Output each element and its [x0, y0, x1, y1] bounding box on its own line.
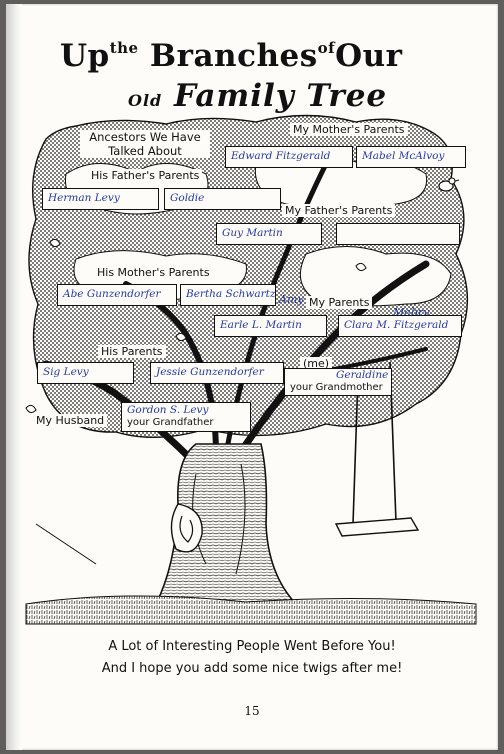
title-of: of: [317, 39, 336, 57]
knot-hole: [170, 503, 203, 553]
box-me[interactable]: Geraldine your Grandmother: [284, 368, 392, 396]
label-my-husband: My Husband: [33, 414, 108, 427]
ground: [25, 595, 477, 625]
title-the: the: [109, 39, 139, 57]
title-family-tree: Family Tree: [174, 78, 388, 114]
box-fathers-mother[interactable]: [336, 223, 460, 245]
label-my-parents: My Parents: [306, 296, 373, 309]
box-his-fathers-father[interactable]: Herman Levy: [42, 188, 159, 210]
box-his-mothers-father[interactable]: Abe Gunzendorfer: [57, 284, 177, 306]
box-fathers-father[interactable]: Guy Martin: [216, 223, 322, 245]
title-old: Old: [128, 91, 163, 110]
title-branches: Branches: [149, 38, 318, 74]
box-mothers-father[interactable]: Edward Fitzgerald: [225, 146, 353, 168]
my-father-note: Amy: [279, 293, 304, 306]
title-our: Our: [335, 38, 403, 74]
box-his-mothers-mother[interactable]: Bertha Schwartz: [180, 284, 276, 306]
your-grandfather-text: your Grandfather: [127, 417, 214, 428]
footer-line-1: A Lot of Interesting People Went Before …: [108, 639, 396, 654]
box-husband[interactable]: Gordon S. Levy your Grandfather: [121, 402, 251, 432]
swing-seat: [334, 517, 420, 537]
label-me: (me): [300, 357, 333, 370]
label-his-fathers-parents: His Father's Parents: [88, 169, 203, 182]
box-mothers-mother[interactable]: Mabel McAlvoy: [356, 146, 466, 168]
swing-rope-left: [352, 375, 359, 525]
book-page: Upthe BranchesofOur Old Family Tree Ance…: [6, 4, 498, 750]
branch-top: [223, 161, 329, 457]
title-up: Up: [60, 38, 110, 74]
label-his-mothers-parents: His Mother's Parents: [94, 266, 213, 279]
box-my-mother[interactable]: Clara M. Fitzgerald: [338, 315, 462, 337]
ancestors-heading: Ancestors We Have Talked About: [80, 130, 210, 158]
bird-icon: [438, 177, 460, 192]
label-my-fathers-parents: My Father's Parents: [282, 204, 396, 217]
label-his-parents: His Parents: [98, 345, 166, 358]
page-number: 15: [244, 704, 260, 718]
branch-right: [232, 260, 430, 463]
box-his-fathers-mother[interactable]: Goldie: [164, 188, 281, 210]
page-spine-shadow: [6, 4, 22, 750]
box-his-mother[interactable]: Jessie Gunzendorfer: [150, 362, 284, 384]
your-grandmother-text: your Grandmother: [290, 382, 383, 393]
footer-line-2: And I hope you add some nice twigs after…: [101, 661, 403, 676]
footer-message: A Lot of Interesting People Went Before …: [6, 636, 498, 680]
box-his-father[interactable]: Sig Levy: [37, 362, 134, 384]
label-my-mothers-parents: My Mother's Parents: [290, 123, 408, 136]
box-my-father[interactable]: Earle L. Martin: [214, 315, 327, 337]
